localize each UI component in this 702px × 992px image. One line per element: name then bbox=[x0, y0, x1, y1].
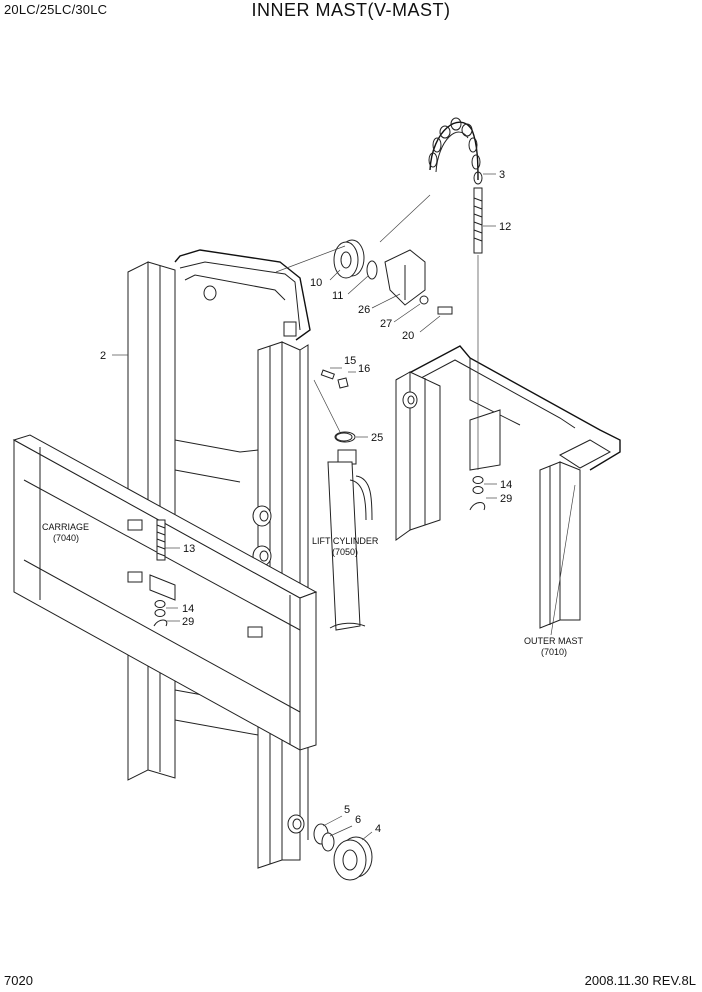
assembly-labels: CARRIAGE (7040) LIFT CYLINDER (7050) OUT… bbox=[42, 522, 584, 657]
callout-16: 16 bbox=[358, 363, 370, 375]
bottom-roller-group bbox=[313, 823, 373, 881]
lift-cylinder-ref: (7050) bbox=[332, 547, 358, 557]
outer-mast-ref: (7010) bbox=[541, 647, 567, 657]
lift-cylinder-label: LIFT CYLINDER bbox=[312, 536, 379, 546]
callout-27: 27 bbox=[380, 318, 392, 330]
callout-20: 20 bbox=[402, 330, 414, 342]
callout-2: 2 bbox=[100, 350, 106, 362]
revision-date: 2008.11.30 REV.8L bbox=[584, 973, 696, 988]
carriage-ref: (7040) bbox=[53, 533, 79, 543]
callout-10: 10 bbox=[310, 277, 322, 289]
page-number: 7020 bbox=[4, 973, 33, 988]
outer-mast-label: OUTER MAST bbox=[524, 636, 584, 646]
callout-14-outer: 14 bbox=[500, 479, 512, 491]
callout-12: 12 bbox=[499, 221, 511, 233]
lift-chain bbox=[428, 117, 483, 254]
callout-numbers: 2 3 12 10 11 26 27 20 15 16 25 13 14 29 … bbox=[100, 169, 512, 835]
lift-cylinder bbox=[313, 379, 373, 631]
callout-6: 6 bbox=[355, 814, 361, 826]
outer-mast bbox=[395, 255, 621, 629]
callout-25: 25 bbox=[371, 432, 383, 444]
callout-14-carriage: 14 bbox=[182, 603, 194, 615]
leader-lines bbox=[112, 173, 576, 841]
callout-29-carriage: 29 bbox=[182, 616, 194, 628]
callout-26: 26 bbox=[358, 304, 370, 316]
chain-wheel-group bbox=[275, 194, 453, 315]
carriage-label: CARRIAGE bbox=[42, 522, 89, 532]
callout-15: 15 bbox=[344, 355, 356, 367]
model-number: 20LC/25LC/30LC bbox=[4, 2, 108, 17]
page-title: INNER MAST(V-MAST) bbox=[251, 0, 451, 20]
callout-4: 4 bbox=[375, 823, 381, 835]
callout-5: 5 bbox=[344, 804, 350, 816]
callout-13: 13 bbox=[183, 543, 195, 555]
callout-3: 3 bbox=[499, 169, 505, 181]
callout-29-outer: 29 bbox=[500, 493, 512, 505]
pin-and-nut bbox=[320, 369, 353, 442]
carriage bbox=[12, 434, 318, 751]
callout-11: 11 bbox=[332, 290, 343, 302]
